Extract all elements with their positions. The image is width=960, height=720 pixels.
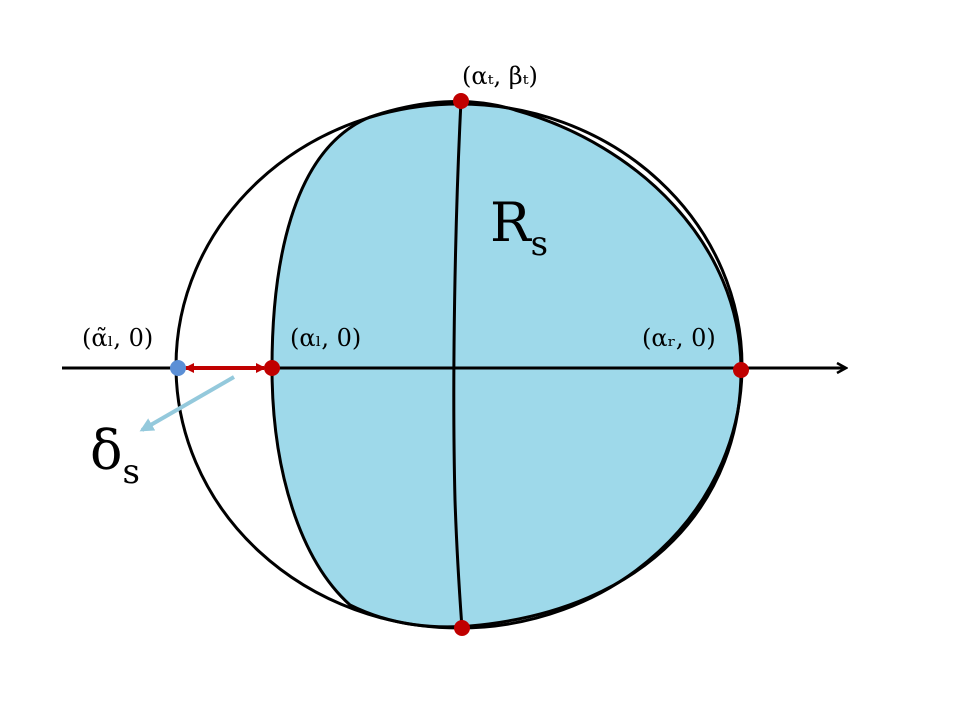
region-label-sub: s: [530, 224, 549, 264]
top-point: [453, 93, 469, 109]
right-point: [733, 362, 749, 378]
delta-label-sub: s: [122, 452, 140, 492]
left-tilde-point-label: (α̃ₗ, 0): [82, 324, 154, 352]
bottom-point: [454, 620, 470, 636]
delta-label-main: δ: [90, 419, 123, 482]
left-point-label: (αₗ, 0): [290, 324, 362, 352]
region-label-main: R: [490, 191, 531, 254]
region-rs: [270, 100, 743, 629]
region-label: Rs: [490, 196, 548, 262]
vertical-chord: [452, 100, 464, 629]
left-point: [264, 360, 280, 376]
top-point-label: (αₜ, βₜ): [462, 62, 538, 90]
right-point-label: (αᵣ, 0): [642, 324, 716, 352]
delta-pointer-arrow: [139, 375, 235, 432]
left-tilde-point: [170, 360, 186, 376]
delta-label: δs: [90, 424, 140, 490]
